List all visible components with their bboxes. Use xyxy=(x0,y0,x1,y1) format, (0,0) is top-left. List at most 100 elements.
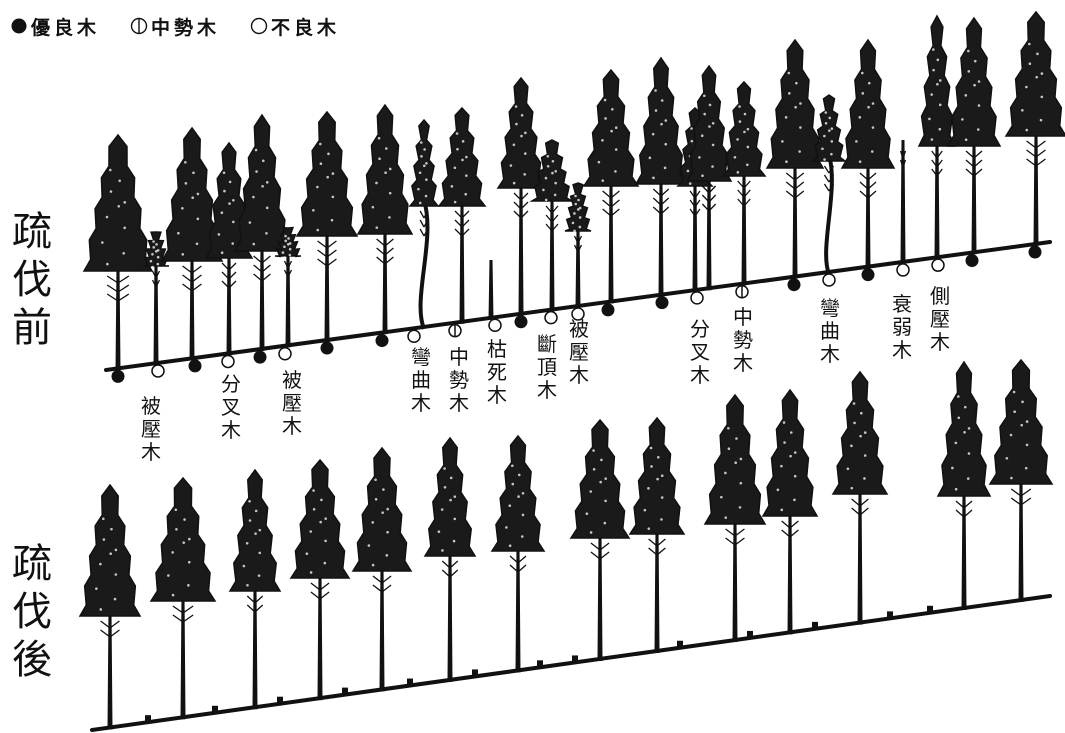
stump xyxy=(572,655,578,663)
tree-label: 側壓木 xyxy=(930,284,950,354)
stump xyxy=(537,660,543,668)
stump xyxy=(677,640,683,648)
tree xyxy=(351,446,413,692)
tree xyxy=(423,436,477,682)
tree xyxy=(490,434,546,673)
tree xyxy=(437,106,487,324)
filled-circle-icon xyxy=(787,278,801,292)
filled-circle-icon xyxy=(514,315,528,329)
tree xyxy=(831,370,889,625)
open-circle-icon xyxy=(690,291,704,305)
tree-label: 枯死木 xyxy=(487,337,507,407)
tree xyxy=(564,182,592,308)
tree-label: 中勢木 xyxy=(733,305,753,375)
half-circle-icon xyxy=(130,17,148,35)
tree xyxy=(289,458,351,701)
tree xyxy=(917,14,957,260)
filled-circle-icon xyxy=(965,254,979,268)
stump xyxy=(212,705,218,713)
filled-circle-icon xyxy=(861,268,875,282)
tree xyxy=(408,118,440,330)
ground-line-after xyxy=(90,594,1052,732)
section-label-before: 疏伐前 xyxy=(12,209,52,351)
filled-circle-icon xyxy=(320,341,334,355)
tree xyxy=(840,38,896,269)
tree xyxy=(569,418,631,661)
legend-item-good: 優良木 xyxy=(10,13,100,40)
legend-label: 不良木 xyxy=(271,16,341,39)
tree-label: 分叉木 xyxy=(221,372,241,442)
filled-circle-icon xyxy=(188,359,202,373)
tree-label: 中勢木 xyxy=(449,345,469,415)
open-circle-icon xyxy=(571,307,585,321)
tree xyxy=(761,388,819,635)
filled-circle-icon xyxy=(601,303,615,317)
stump xyxy=(812,621,818,629)
trees-before-thinning xyxy=(82,10,1065,371)
tree xyxy=(82,133,154,371)
tree xyxy=(488,260,494,320)
ground-line xyxy=(90,594,1052,732)
filled-circle-icon xyxy=(11,18,27,34)
stump xyxy=(472,669,478,677)
stump xyxy=(927,605,933,613)
open-circle-icon xyxy=(407,329,421,343)
tree xyxy=(582,68,640,304)
legend: 優良木 中勢木 不良木 xyxy=(10,12,370,40)
open-circle-icon xyxy=(822,273,836,287)
filled-circle-icon xyxy=(1028,245,1042,259)
tree xyxy=(78,483,142,730)
filled-circle-icon xyxy=(111,369,125,383)
legend-item-poor: 不良木 xyxy=(250,13,340,40)
stump xyxy=(747,630,753,638)
half-circle-icon xyxy=(735,285,749,299)
tree-label: 斷頂木 xyxy=(537,332,557,402)
open-circle-icon xyxy=(151,364,165,378)
tree xyxy=(721,80,767,286)
open-circle-icon xyxy=(250,17,268,35)
legend-label: 中勢木 xyxy=(151,16,221,39)
tree xyxy=(810,94,848,275)
stump xyxy=(342,687,348,695)
filled-circle-icon xyxy=(253,350,267,364)
tree xyxy=(634,56,688,297)
tree xyxy=(685,64,733,291)
stump xyxy=(407,678,413,686)
trees-after-thinning xyxy=(78,358,1054,730)
tree xyxy=(946,16,1002,255)
tree xyxy=(988,358,1054,603)
legend-label: 優良木 xyxy=(31,16,101,39)
tree xyxy=(149,476,217,720)
open-circle-icon xyxy=(896,263,910,277)
tree xyxy=(703,393,767,643)
tree xyxy=(228,468,282,710)
tree xyxy=(496,76,546,316)
tree-label: 被壓木 xyxy=(569,317,589,387)
tree-label: 彎曲木 xyxy=(411,345,431,415)
tree xyxy=(1004,10,1065,246)
tree-quality-markers xyxy=(111,245,1042,383)
half-circle-icon xyxy=(448,323,462,338)
open-circle-icon xyxy=(278,346,292,361)
filled-circle-icon xyxy=(655,296,669,310)
tree xyxy=(765,38,825,279)
tree xyxy=(142,231,170,366)
tree-label: 被壓木 xyxy=(141,394,161,464)
tree-label: 分叉木 xyxy=(690,317,710,387)
tree xyxy=(899,140,907,264)
filled-circle-icon xyxy=(375,334,389,348)
open-circle-icon xyxy=(221,354,235,369)
open-circle-icon xyxy=(931,258,945,272)
tree xyxy=(529,139,575,312)
tree xyxy=(936,360,992,611)
tree xyxy=(160,126,224,361)
tree xyxy=(356,103,414,335)
tree xyxy=(295,110,359,343)
tree-label: 被壓木 xyxy=(282,368,302,438)
stump xyxy=(145,715,151,723)
stump xyxy=(887,611,893,619)
tree xyxy=(628,416,686,653)
tree xyxy=(274,226,302,348)
